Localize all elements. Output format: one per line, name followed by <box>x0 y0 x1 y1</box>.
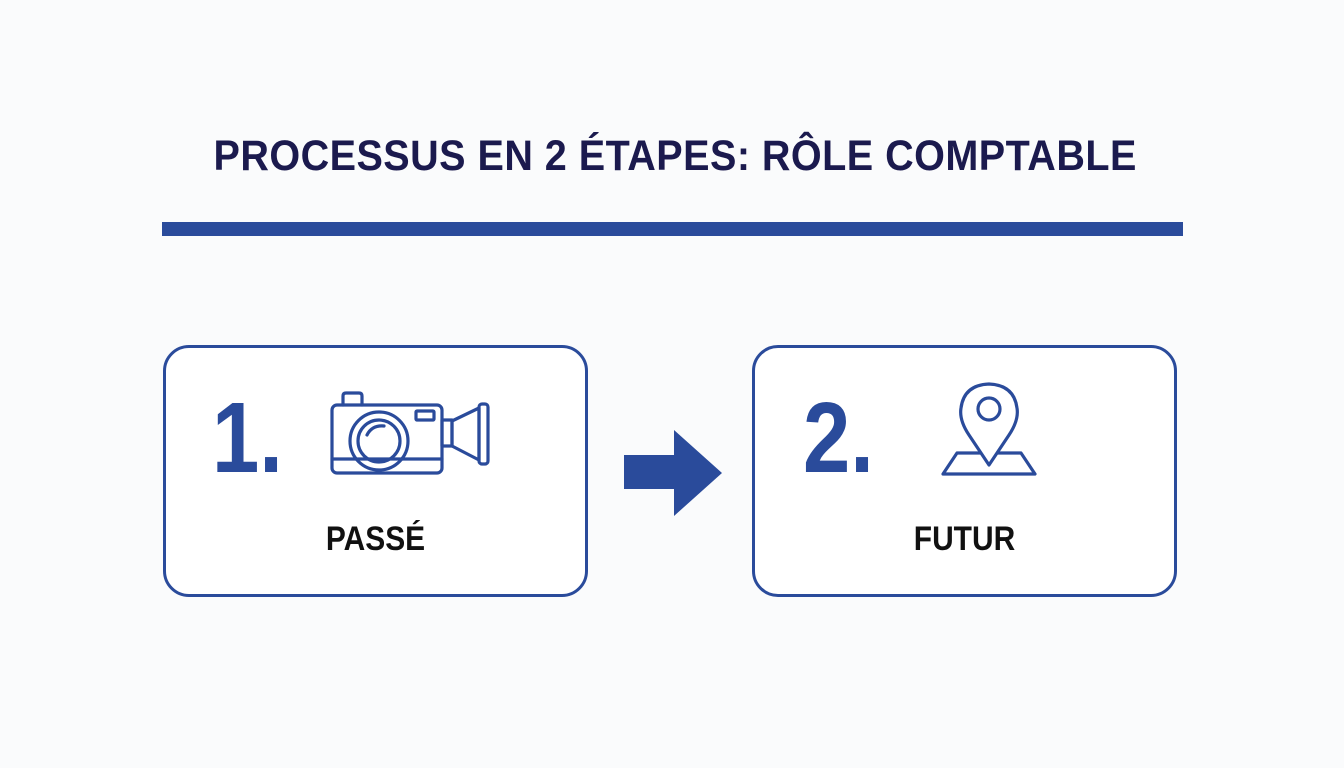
step-label: PASSÉ <box>325 520 426 558</box>
video-camera-icon <box>330 391 490 475</box>
title-divider <box>162 222 1183 236</box>
step-card-past: 1. PASSÉ <box>163 345 588 597</box>
step-label: FUTUR <box>913 520 1016 558</box>
step-number: 1. <box>212 382 283 494</box>
right-arrow-icon <box>624 430 722 516</box>
diagram-title: PROCESSUS EN 2 ÉTAPES: RÔLE COMPTABLE <box>213 132 1137 180</box>
step-card-future: 2. FUTUR <box>752 345 1177 597</box>
map-pin-icon <box>941 382 1037 476</box>
step-number: 2. <box>803 382 874 494</box>
